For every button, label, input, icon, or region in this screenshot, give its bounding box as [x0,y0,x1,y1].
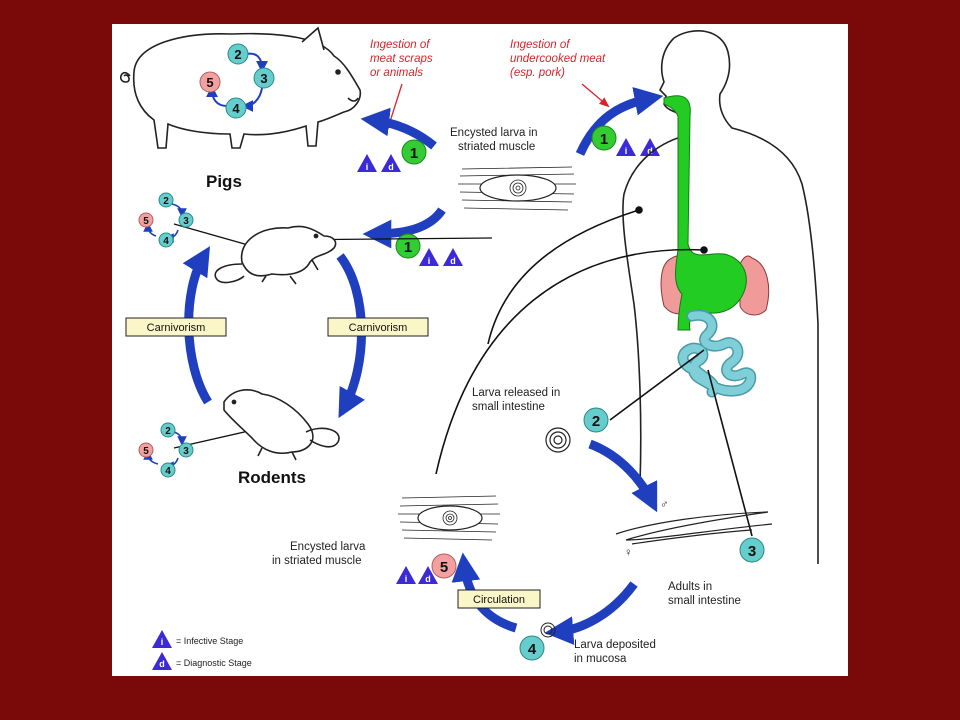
circulation-box: Circulation [457,589,541,609]
carnivorism-left-box: Carnivorism [125,317,227,337]
legend-infective-icon [152,630,172,648]
svg-text:3: 3 [748,543,756,560]
svg-text:i: i [405,574,408,584]
svg-text:i: i [428,256,431,266]
pig-stage-cycle: 2 3 4 5 [199,43,275,119]
svg-text:1: 1 [404,239,412,256]
svg-text:in mucosa: in mucosa [574,653,627,665]
rodent-stage-cycle-top: 2 3 4 5 [138,192,194,248]
rat-bottom-illustration [223,389,340,461]
svg-text:d: d [450,256,456,266]
svg-text:i: i [161,637,164,647]
svg-text:(esp. pork): (esp. pork) [510,67,565,79]
encysted-top-label-2: striated muscle [458,141,535,153]
stage-4-marker [225,97,247,119]
rat-top-illustration [214,225,337,285]
arrow-to-human [575,87,664,156]
stage-3-label: 3 [260,71,267,86]
larva-released-group: Larva released in small intestine 2 [472,387,609,453]
stage-2-label: 2 [234,47,241,62]
arrow-to-pigs [360,107,437,150]
svg-text:1: 1 [600,131,608,148]
arrow-adults-to-mucosa [544,581,638,646]
svg-text:in striated muscle: in striated muscle [272,555,361,567]
stage-5-label: 5 [206,75,213,90]
lung-right-illustration [739,255,770,316]
svg-text:Circulation: Circulation [473,594,525,606]
svg-text:undercooked meat: undercooked meat [510,53,606,65]
svg-text:d: d [425,574,431,584]
larva-deposited-group: 4 Larva deposited in mucosa [519,622,656,665]
ingestion-meat-caption: Ingestion of undercooked meat (esp. pork… [510,39,610,108]
legend-diagnostic-text: = Diagnostic Stage [176,658,252,668]
pig-illustration [119,26,362,149]
svg-text:Encysted larva: Encysted larva [290,541,366,553]
svg-text:5: 5 [440,559,448,576]
rodents-heading: Rodents [238,468,306,487]
legend: i = Infective Stage d = Diagnostic Stage [152,630,252,670]
encysted-larva-muscle-top [458,166,576,211]
stage-3-marker [253,67,275,89]
stage-2-marker [227,43,249,65]
svg-text:Ingestion of: Ingestion of [510,39,571,51]
svg-text:Ingestion of: Ingestion of [370,39,431,51]
svg-text:4: 4 [528,641,537,658]
svg-text:5: 5 [143,216,149,227]
svg-text:d: d [647,146,653,156]
svg-text:Carnivorism: Carnivorism [349,322,408,334]
encysted-larva-muscle-bottom [398,495,500,541]
human-infection-markers: 1 i d [591,125,660,156]
svg-text:♂: ♂ [660,499,669,511]
svg-text:♀: ♀ [624,547,633,559]
svg-text:3: 3 [183,216,189,227]
svg-text:2: 2 [592,413,600,430]
encysted-top-label-1: Encysted larva in [450,127,538,139]
lifecycle-diagram: 2 3 4 5 Pigs Ingestion of meat scraps or… [119,26,819,670]
rodent-stage-cycle-bottom: 2 3 4 5 [138,422,194,478]
svg-text:or animals: or animals [370,67,423,79]
human-body-illustration [622,30,819,564]
svg-text:i: i [366,162,369,172]
svg-text:d: d [388,162,394,172]
svg-text:Larva deposited: Larva deposited [574,639,656,651]
svg-text:Carnivorism: Carnivorism [147,322,206,334]
svg-text:d: d [159,659,165,669]
svg-text:3: 3 [183,446,189,457]
svg-text:Adults in: Adults in [668,581,712,593]
svg-text:2: 2 [163,196,169,207]
stage-5-marker [199,71,221,93]
svg-text:4: 4 [163,236,169,247]
pig-infection-markers: i d 1 [357,139,427,172]
svg-text:2: 2 [165,426,171,437]
legend-diagnostic-icon [152,652,172,670]
adult-worms-group: ♂ ♀ 3 Adults in small intestine [615,499,773,607]
svg-text:small intestine: small intestine [472,401,545,413]
arrow-to-rodents [362,207,446,249]
encysted-bottom-markers: 5 i d [396,553,457,584]
ingestion-scraps-caption: Ingestion of meat scraps or animals [370,39,433,130]
arrow-released-to-adults [588,439,658,513]
lifecycle-diagram-panel: 2 3 4 5 Pigs Ingestion of meat scraps or… [112,24,848,676]
svg-text:5: 5 [143,446,149,457]
svg-text:1: 1 [410,145,418,162]
stage-4-label: 4 [232,101,240,116]
svg-text:small intestine: small intestine [668,595,741,607]
svg-text:4: 4 [165,466,171,477]
svg-text:Larva released in: Larva released in [472,387,560,399]
encysted-bottom-caption: Encysted larva in striated muscle [272,541,366,567]
svg-text:i: i [625,146,628,156]
rodent-infection-markers: 1 i d [395,233,463,266]
svg-text:meat scraps: meat scraps [370,53,433,65]
pigs-heading: Pigs [206,172,242,191]
carnivorism-right-box: Carnivorism [327,317,429,337]
legend-infective-text: = Infective Stage [176,636,243,646]
